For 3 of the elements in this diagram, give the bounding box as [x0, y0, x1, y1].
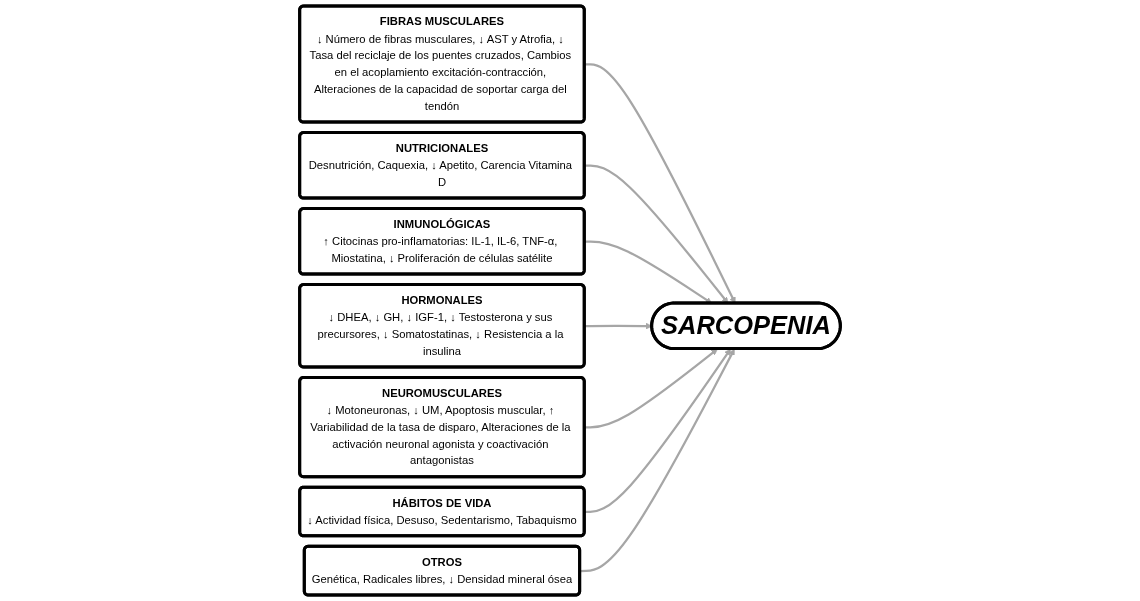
- arrow: [584, 348, 731, 513]
- arrow: [580, 348, 735, 573]
- arrow: [584, 348, 718, 429]
